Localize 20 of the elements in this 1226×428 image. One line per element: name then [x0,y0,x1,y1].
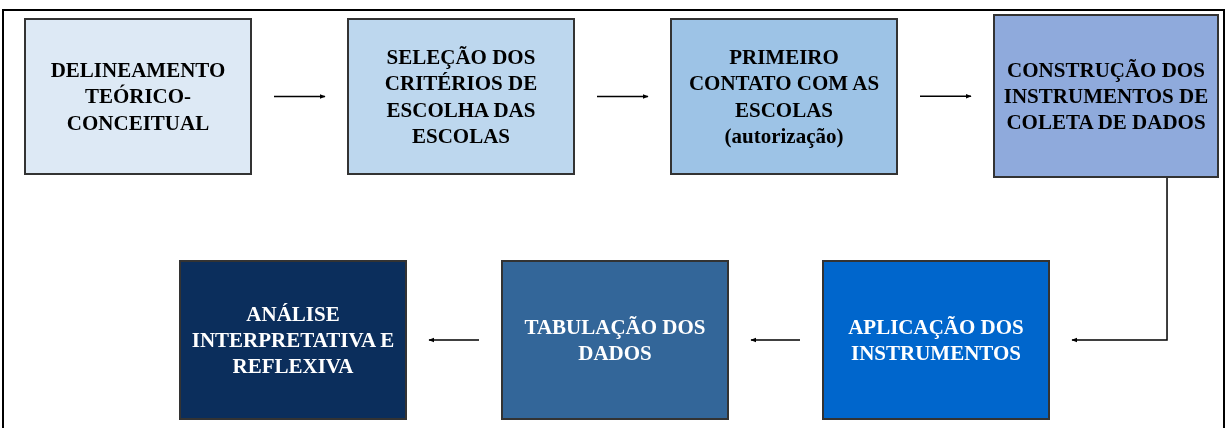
process-box [993,14,1219,178]
process-box [24,18,252,175]
step-label: SELEÇÃO DOS CRITÉRIOS DE ESCOLHA DAS ESCOLAS [383,44,539,149]
step-label: CONSTRUÇÃO DOS INSTRUMENTOS DE COLETA DE DADOS [1003,56,1209,136]
arrow [750,337,801,343]
step-label: ANÁLISE INTERPRETATIVA E REFLEXIVA [190,300,396,380]
step-label: DELINEAMENTO TEÓRICO-CONCEITUAL [49,57,227,136]
process-box [347,18,575,175]
step-label: APLICAÇÃO DOS INSTRUMENTOS [847,313,1025,367]
arrow [919,93,972,99]
arrow [1071,177,1168,343]
process-box [179,260,407,420]
process-box [501,260,729,420]
step-label: TABULAÇÃO DOS DADOS [523,313,707,367]
process-box [670,18,898,175]
arrow [428,337,480,343]
step-label: PRIMEIRO CONTATO COM AS ESCOLAS (autorização) [687,44,881,149]
arrow [273,94,326,99]
arrow [596,94,649,99]
process-box [822,260,1050,420]
